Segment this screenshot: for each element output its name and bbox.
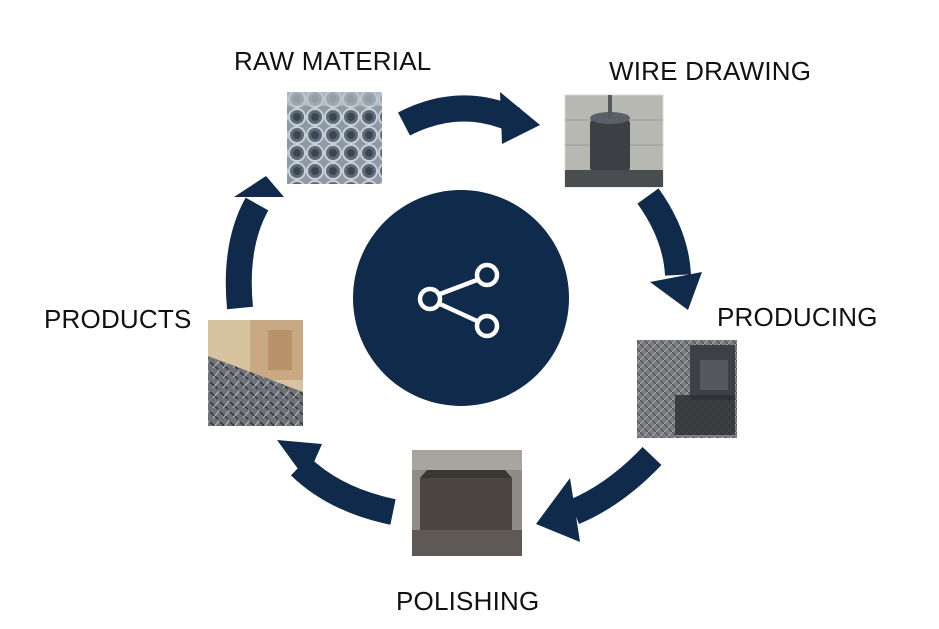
step-label-raw-material: RAW MATERIAL	[234, 46, 432, 76]
producing-photo	[637, 340, 737, 438]
step-label-products: PRODUCTS	[44, 304, 192, 334]
step-label-polishing: POLISHING	[396, 586, 540, 616]
arrow-products-to-raw	[225, 176, 284, 310]
raw-material-photo	[287, 92, 382, 184]
arrow-drawing-to-producing	[637, 188, 702, 310]
share-icon	[417, 262, 500, 339]
center-circle	[353, 190, 569, 406]
polishing-photo	[412, 450, 522, 556]
step-label-producing: PRODUCING	[717, 302, 878, 332]
arrow-raw-to-drawing	[398, 92, 540, 144]
step-label-wire-drawing: WIRE DRAWING	[609, 56, 812, 86]
arrow-polishing-to-products	[277, 440, 396, 525]
products-photo	[208, 320, 303, 426]
wire-drawing-photo	[564, 94, 664, 188]
arrow-producing-to-polishing	[536, 446, 662, 542]
